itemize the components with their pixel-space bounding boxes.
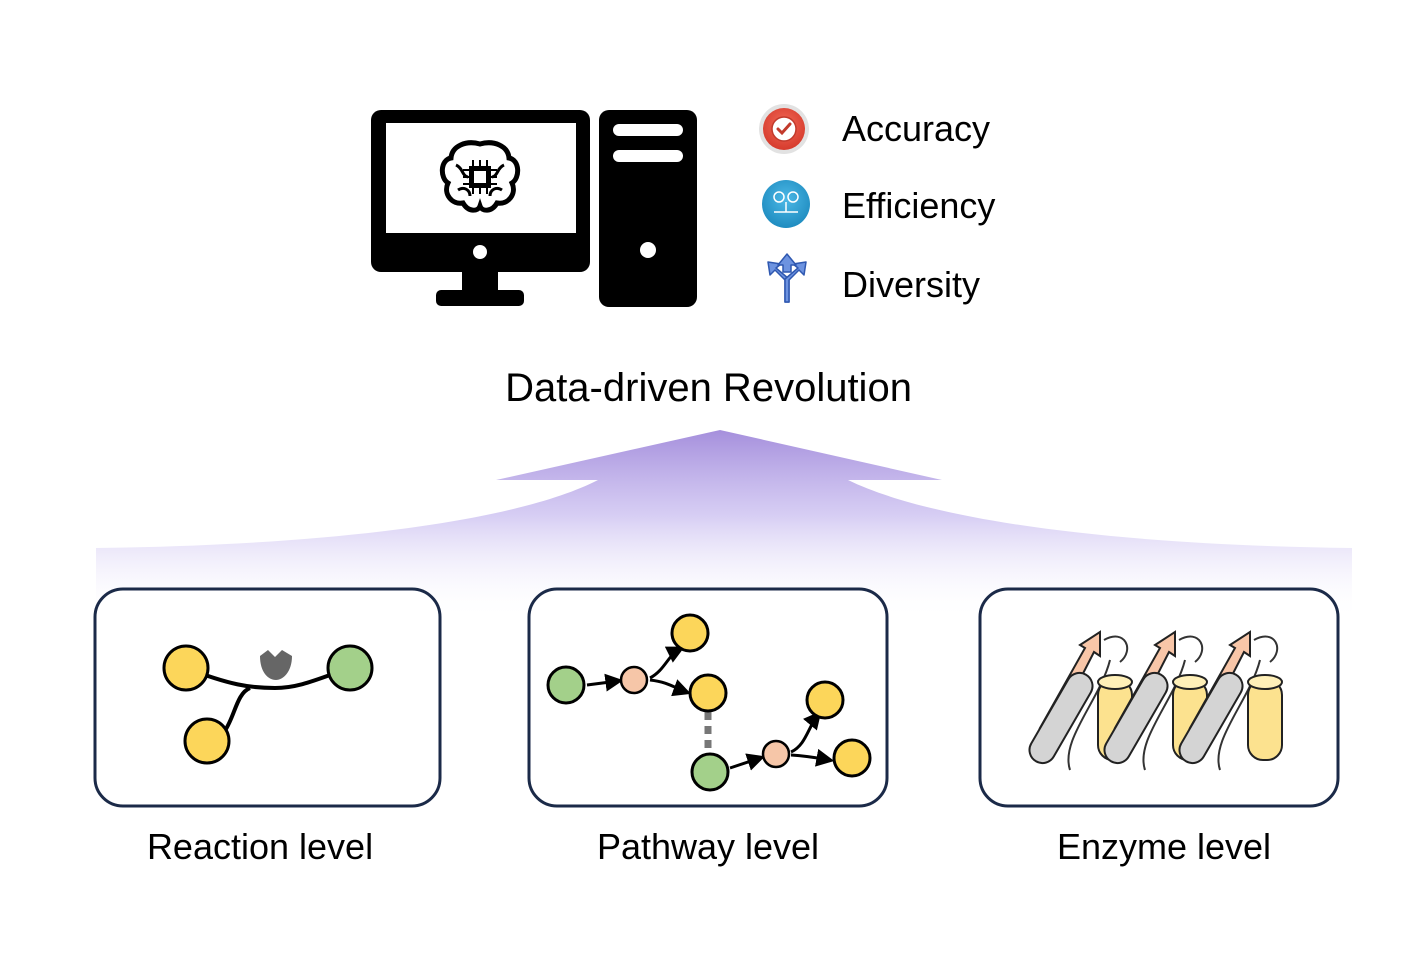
cosubstrate-node xyxy=(183,717,231,765)
accuracy-check-icon xyxy=(759,104,809,154)
level-pathway-label: Pathway level xyxy=(596,826,820,867)
reaction-graphic xyxy=(162,644,374,765)
pathway-graphic xyxy=(546,613,872,792)
enzyme-structure-unit xyxy=(1028,630,1133,771)
enzyme-graphic xyxy=(1028,630,1283,771)
efficiency-gauge-icon xyxy=(762,180,810,228)
metric-efficiency-label: Efficiency xyxy=(842,185,996,226)
diagram-title: Data-driven Revolution xyxy=(505,366,912,410)
computer-icon xyxy=(371,110,697,307)
panel-reaction xyxy=(93,587,442,808)
upward-arrow xyxy=(96,430,1352,620)
level-enzyme-label: Enzyme level xyxy=(1056,826,1272,867)
metric-diversity-label: Diversity xyxy=(842,264,981,305)
substrate-node xyxy=(162,644,210,692)
catalyst-icon xyxy=(260,650,292,680)
product-node xyxy=(326,644,374,692)
diversity-arrows-icon xyxy=(767,253,807,303)
metric-accuracy-label: Accuracy xyxy=(842,108,991,149)
level-reaction-label: Reaction level xyxy=(146,826,374,867)
ai-brain-icon xyxy=(439,140,521,213)
